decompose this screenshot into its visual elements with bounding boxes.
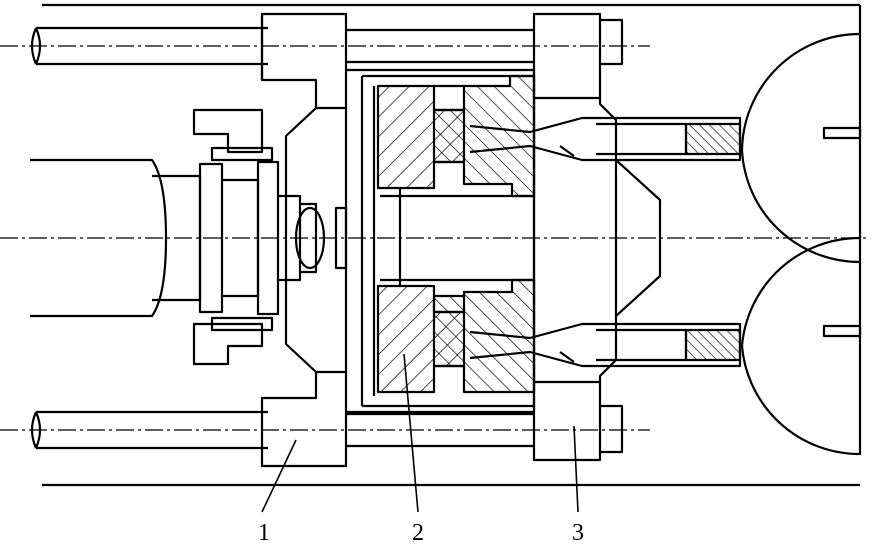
frame-lines — [42, 3, 862, 487]
leader-lines — [261, 353, 579, 513]
injection-nozzle-bottom — [469, 322, 742, 368]
injection-barrel-top — [740, 32, 862, 264]
injection-barrel-bottom — [740, 236, 862, 456]
mold-insert-top — [376, 74, 536, 198]
callout-label-2: 2 — [412, 520, 424, 546]
mold-frame — [346, 68, 536, 414]
ejector-collar — [192, 108, 274, 366]
callout-label-1: 1 — [258, 520, 270, 546]
center-lines — [0, 45, 870, 431]
moving-platen — [260, 12, 348, 468]
stationary-platen — [532, 12, 662, 462]
callout-label-3: 3 — [572, 520, 584, 546]
mold-insert-bottom — [376, 278, 536, 394]
core-block — [380, 188, 534, 286]
injection-nozzle-top — [469, 116, 742, 162]
